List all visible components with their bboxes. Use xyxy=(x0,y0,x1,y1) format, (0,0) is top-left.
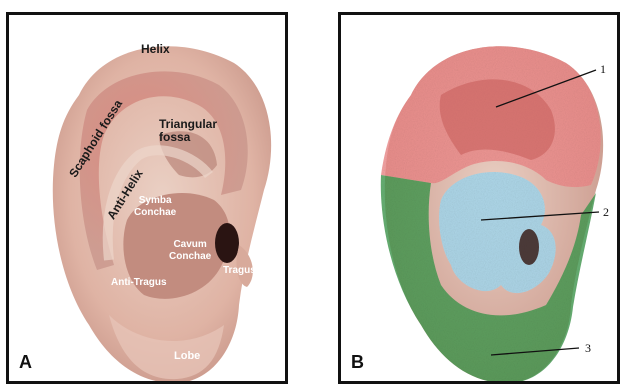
label-cavum-conchae: Cavum Conchae xyxy=(169,239,211,263)
label-lobe: Lobe xyxy=(174,350,200,362)
label-symba-conchae: Symba Conchae xyxy=(134,195,176,219)
marker-2: 2 xyxy=(603,205,609,220)
label-tragus: Tragus xyxy=(223,265,256,277)
panel-letter-b: B xyxy=(351,352,364,373)
label-helix: Helix xyxy=(141,43,170,56)
marker-3: 3 xyxy=(585,341,591,356)
ear-canal-b xyxy=(519,229,539,265)
label-anti-tragus: Anti-Tragus xyxy=(111,277,167,289)
panel-a-ear-anatomy: Helix Scaphoid fossa Anti-Helix Triangul… xyxy=(6,12,288,384)
panel-letter-a: A xyxy=(19,352,32,373)
marker-1: 1 xyxy=(600,62,606,77)
region-2-concha xyxy=(439,172,556,293)
ear-photo-b xyxy=(341,15,620,384)
label-triangular-fossa: Triangular fossa xyxy=(159,118,217,144)
panel-b-ear-regions: 1 2 3 B xyxy=(338,12,620,384)
ear-canal xyxy=(215,223,239,263)
